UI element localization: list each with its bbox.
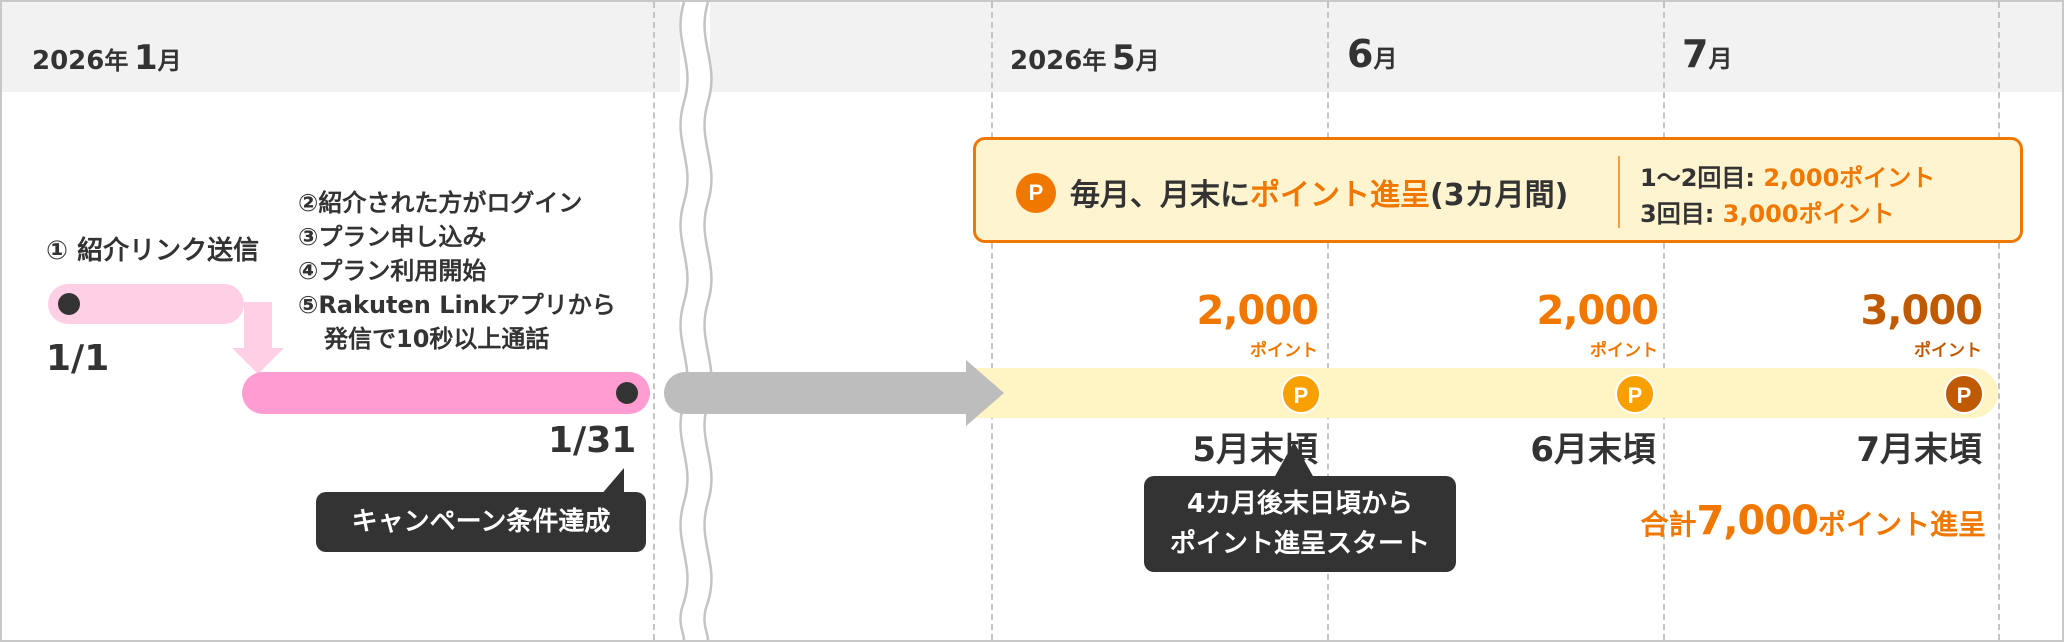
payout-1-points-icon: P [1281,374,1321,414]
step-3-text: ③プラン申し込み [298,223,487,251]
payout-period-band [972,368,1998,418]
step-5-text: ⑤Rakuten Linkアプリから [298,291,616,319]
divider-1 [653,2,655,640]
points-start-callout: 4カ月後末日頃から ポイント進呈スタート [1144,476,1456,572]
callout-pointer-icon [600,468,624,496]
payout-2-unit: ポイント [1590,341,1658,361]
banner-headline: 毎月、月末にポイント進呈(3カ月間) [1070,178,1569,213]
payout-2-label: 6月末頃 [1530,430,1656,470]
monthly-points-banner: P 毎月、月末にポイント進呈(3カ月間) 1〜2回目: 2,000ポイント 3回… [973,137,2023,243]
total-points: 合計7,000ポイント進呈 [1640,498,1986,544]
points-icon: P [1016,173,1056,213]
banner-row-1: 1〜2回目: 2,000ポイント [1640,164,1936,192]
start-date: 1/1 [46,338,110,379]
month-label-jun: 6月 [1347,32,1398,76]
condition-period-bar [242,372,650,414]
down-arrow-icon [232,302,284,374]
arrow-head-icon [966,360,1004,426]
referral-bar [48,284,244,324]
arrow-tail [664,372,708,414]
points-start-callout-line-2: ポイント進呈スタート [1169,529,1430,559]
payout-1-amount: 2,000 [1196,288,1319,334]
end-date: 1/31 [548,420,637,461]
divider-4 [1663,2,1665,640]
banner-row-2: 3回目: 3,000ポイント [1640,200,1895,228]
banner-divider [1618,156,1620,228]
step-1-text: ① 紹介リンク送信 [46,236,260,266]
payout-3-label: 7月末頃 [1856,430,1982,470]
step-2-text: ②紹介された方がログイン [298,189,583,217]
payout-2-amount: 2,000 [1536,288,1659,334]
month-label-jul: 7月 [1682,32,1733,76]
payout-3-unit: ポイント [1914,341,1982,361]
payout-3-points-icon: P [1944,374,1984,414]
start-dot [58,293,80,315]
start-callout-pointer-icon [1274,442,1314,478]
timeline-break-icon [679,2,713,640]
payout-3-amount: 3,000 [1860,288,1983,334]
end-dot [616,382,638,404]
step-4-text: ④プラン利用開始 [298,257,487,285]
campaign-achieved-callout: キャンペーン条件達成 [316,492,646,552]
payout-2-points-icon: P [1615,374,1655,414]
arrow-right-icon [708,360,1004,426]
month-label-may: 2026年 5月 [1010,38,1160,78]
step-5-text-cont: 発信で10秒以上通話 [324,325,550,353]
divider-2 [991,2,993,640]
divider-5 [1998,2,2000,640]
month-label-jan: 2026年 1月 [32,38,182,78]
payout-1-unit: ポイント [1250,341,1318,361]
header-band [2,2,2062,92]
divider-3 [1327,2,1329,640]
points-start-callout-line-1: 4カ月後末日頃から [1186,489,1414,519]
